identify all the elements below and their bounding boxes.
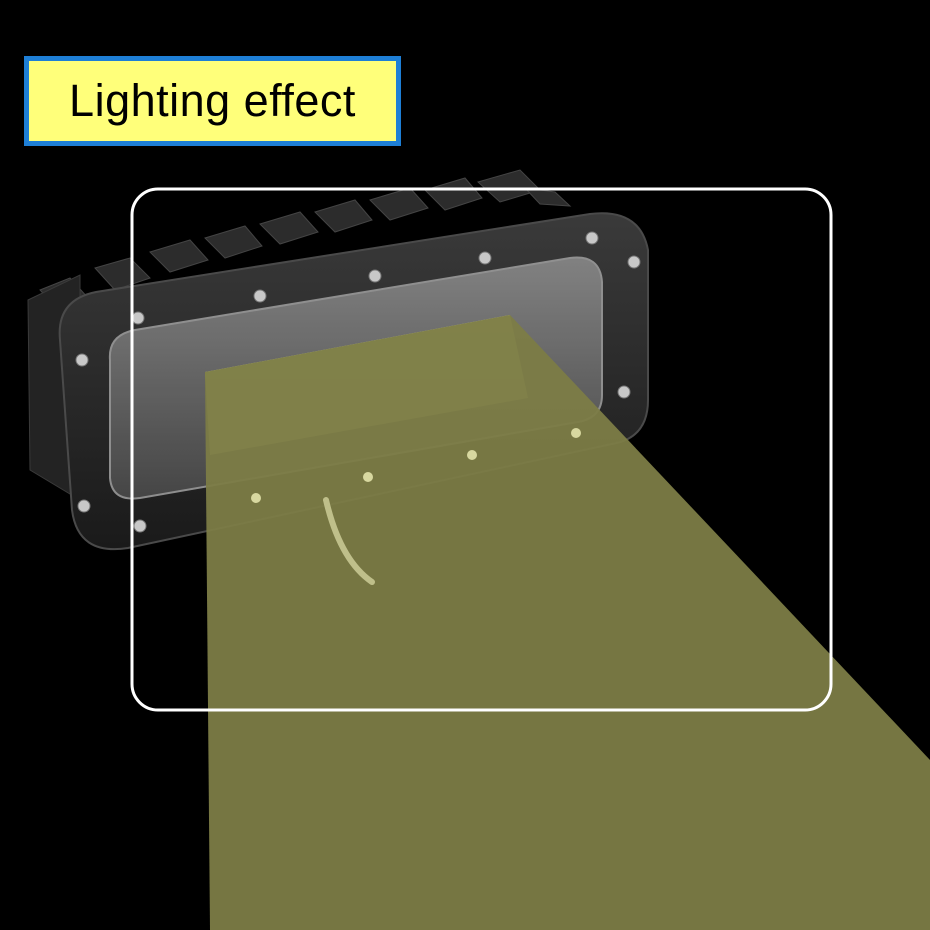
label-text: Lighting effect: [69, 75, 356, 126]
light-beam: [205, 315, 930, 930]
frame-outline: [130, 187, 833, 712]
lighting-effect-label: Lighting effect: [24, 56, 401, 146]
power-cable: [323, 497, 375, 585]
heat-sink-fins: [39, 169, 572, 313]
beam-screws: [251, 428, 581, 503]
housing-screws: [75, 231, 641, 533]
